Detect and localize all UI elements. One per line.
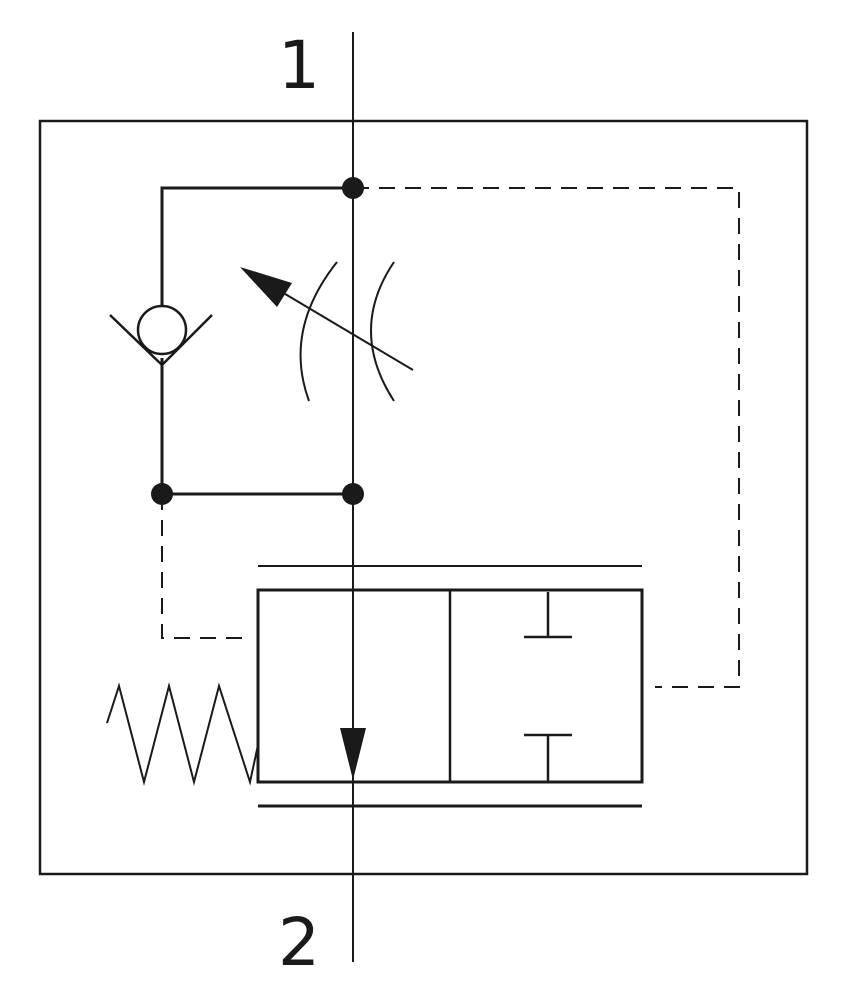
blocked-ports-icon: [524, 592, 572, 781]
pilot-line-left: [161, 494, 245, 639]
check-valve-icon: [109, 304, 213, 367]
adjustable-throttle-icon: [240, 261, 414, 402]
pilot-line-right: [353, 187, 740, 688]
junction-dot: [342, 483, 364, 505]
valve-housing: [38, 119, 809, 876]
port-2-label: 2: [278, 904, 320, 981]
spring-icon: [106, 682, 259, 786]
two-position-valve: [256, 565, 644, 808]
flow-arrow-icon: [340, 728, 366, 780]
port-1-label: 1: [278, 27, 320, 104]
check-valve-bypass: [160, 186, 353, 496]
